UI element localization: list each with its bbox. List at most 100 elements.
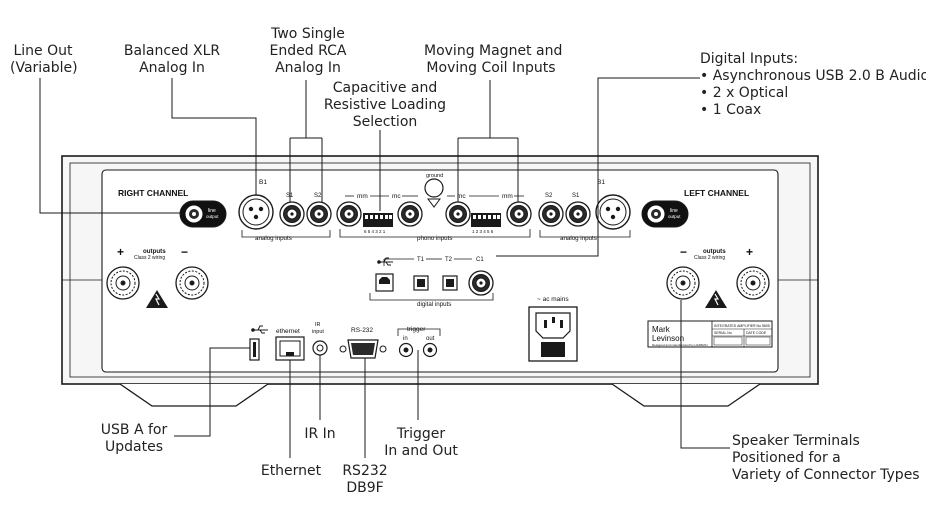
right-b1-label: B1 [259, 179, 267, 186]
trigger-out-jack[interactable] [422, 342, 438, 358]
usb-a-port[interactable] [249, 338, 260, 361]
optical-input-t1[interactable] [413, 275, 429, 291]
phono-inputs-label: phono inputs [417, 235, 452, 242]
ground-terminal[interactable] [424, 178, 444, 208]
ir-label: IR [315, 322, 321, 328]
right-dip-numbers: 6 5 4 3 2 1 [364, 229, 386, 234]
left-outputs-block: − + outputs Class 2 wiring [680, 245, 753, 261]
leader-line-out [39, 78, 181, 214]
right-speaker-plus-terminal[interactable] [106, 266, 140, 300]
right-phono-mm-input[interactable] [336, 201, 362, 227]
leader-digital-inputs [496, 77, 700, 257]
right-speaker-minus-terminal[interactable] [175, 266, 209, 300]
left-analog-inputs-label: analog inputs [560, 235, 597, 242]
t1-label: T1 [417, 257, 425, 263]
ethernet-port[interactable] [275, 336, 305, 361]
left-rca-s2[interactable] [538, 201, 564, 227]
callout-line-out: Line Out (Variable) [10, 43, 78, 76]
left-s1-label: S1 [572, 193, 580, 199]
left-loading-dip-switch[interactable] [471, 213, 501, 227]
brand-mark-line1: Mark [652, 325, 671, 334]
ac-mains-inlet[interactable] [528, 306, 578, 362]
callout-two-single-ended-rca: Two Single Ended RCA Analog In [269, 26, 347, 76]
digital-inputs-label: digital inputs [417, 301, 451, 308]
optical-input-t2[interactable] [442, 275, 458, 291]
callout-leader-lines [39, 77, 730, 458]
trigger-in-label: in [403, 336, 408, 342]
svg-text:line: line [670, 208, 678, 214]
c1-label: C1 [476, 257, 484, 263]
svg-text:line: line [208, 208, 216, 214]
leader-balanced-xlr [171, 78, 257, 195]
phono-inputs-bracket [339, 229, 531, 238]
left-minus-label: − [680, 245, 687, 259]
left-phono-mc-input[interactable] [445, 201, 471, 227]
serial-nameplate [647, 320, 773, 348]
ground-label: ground [426, 173, 443, 179]
left-xlr-input[interactable] [595, 194, 631, 230]
right-rca-s1[interactable] [279, 201, 305, 227]
callout-balanced-xlr: Balanced XLR Analog In [123, 43, 221, 76]
callout-digital-inputs: Digital Inputs: • Asynchronous USB 2.0 B… [700, 51, 926, 118]
left-line-output[interactable]: line output [641, 200, 689, 228]
t2-label: T2 [445, 257, 453, 263]
left-speaker-plus-terminal[interactable] [736, 266, 770, 300]
right-mc-label: mc [392, 193, 401, 200]
right-minus-label: − [181, 245, 188, 259]
leader-two-single-ended [289, 80, 323, 202]
ac-mains-label: ~ ac mains [537, 296, 569, 303]
callout-ir-in: IR In [304, 426, 336, 442]
left-shock-warning-icon [705, 290, 727, 308]
right-line-output[interactable]: line output [179, 200, 227, 228]
chassis-feet [119, 383, 761, 407]
ir-input-jack[interactable] [312, 340, 328, 356]
right-mm-label: mm [357, 193, 368, 200]
svg-text:output: output [206, 214, 219, 219]
right-xlr-input[interactable] [238, 194, 274, 230]
digital-label-ticks [369, 258, 494, 301]
left-dip-numbers: 1 2 3 4 5 6 [472, 229, 494, 234]
trigger-out-label: out [426, 336, 435, 342]
analog-inputs-brackets [241, 230, 631, 238]
left-phono-mm-input[interactable] [506, 201, 532, 227]
leader-moving-magnet [457, 80, 519, 202]
trigger-in-jack[interactable] [398, 342, 414, 358]
callout-ethernet: Ethernet [260, 463, 322, 479]
left-b1-label: B1 [597, 179, 605, 186]
left-mc-label: mc [457, 193, 466, 200]
left-speaker-minus-terminal[interactable] [666, 266, 700, 300]
right-loading-dip-switch[interactable] [363, 213, 393, 227]
leader-speaker-terminals [680, 300, 730, 449]
ethernet-panel-label: ethernet [276, 328, 300, 335]
right-plus-label: + [117, 245, 124, 259]
plate-serial-label: SERIAL No [714, 331, 732, 335]
rs232-port[interactable] [339, 339, 387, 359]
brand-sub-label: Designed and manufactured by HARMAN [652, 343, 708, 347]
left-plus-label: + [746, 245, 753, 259]
callout-moving-magnet-coil: Moving Magnet and Moving Coil Inputs [424, 43, 563, 76]
right-outputs-block: + − outputs Class 2 wiring [117, 245, 188, 261]
right-s2-label: S2 [314, 193, 322, 199]
usb-symbol-icon [377, 257, 393, 266]
plate-date-label: DATE CODE [746, 331, 767, 335]
right-rca-s2[interactable] [306, 201, 332, 227]
rs232-panel-label: RS-232 [351, 327, 373, 334]
ir-input-label: input [312, 329, 324, 335]
right-channel-label: RIGHT CHANNEL [118, 188, 188, 198]
coax-input-c1[interactable] [468, 270, 494, 296]
left-class2-label: Class 2 wiring [694, 255, 725, 261]
usb-b-audio-input[interactable] [375, 273, 394, 292]
plate-title: INTEGRATED AMPLIFIER No 5805 [714, 324, 770, 328]
callout-trigger: Trigger In and Out [384, 426, 458, 459]
right-shock-warning-icon [146, 290, 168, 308]
right-class2-label: Class 2 wiring [134, 255, 165, 261]
left-channel-label: LEFT CHANNEL [684, 188, 749, 198]
brand-mark-line2: Levinson [652, 334, 684, 343]
left-outputs-label: outputs [703, 248, 726, 255]
trigger-panel-label: trigger [407, 326, 426, 333]
left-rca-s1[interactable] [565, 201, 591, 227]
callout-speaker-terminals: Speaker Terminals Positioned for a Varie… [732, 433, 920, 483]
left-mm-label: mm [502, 193, 513, 200]
right-phono-mc-input[interactable] [397, 201, 423, 227]
